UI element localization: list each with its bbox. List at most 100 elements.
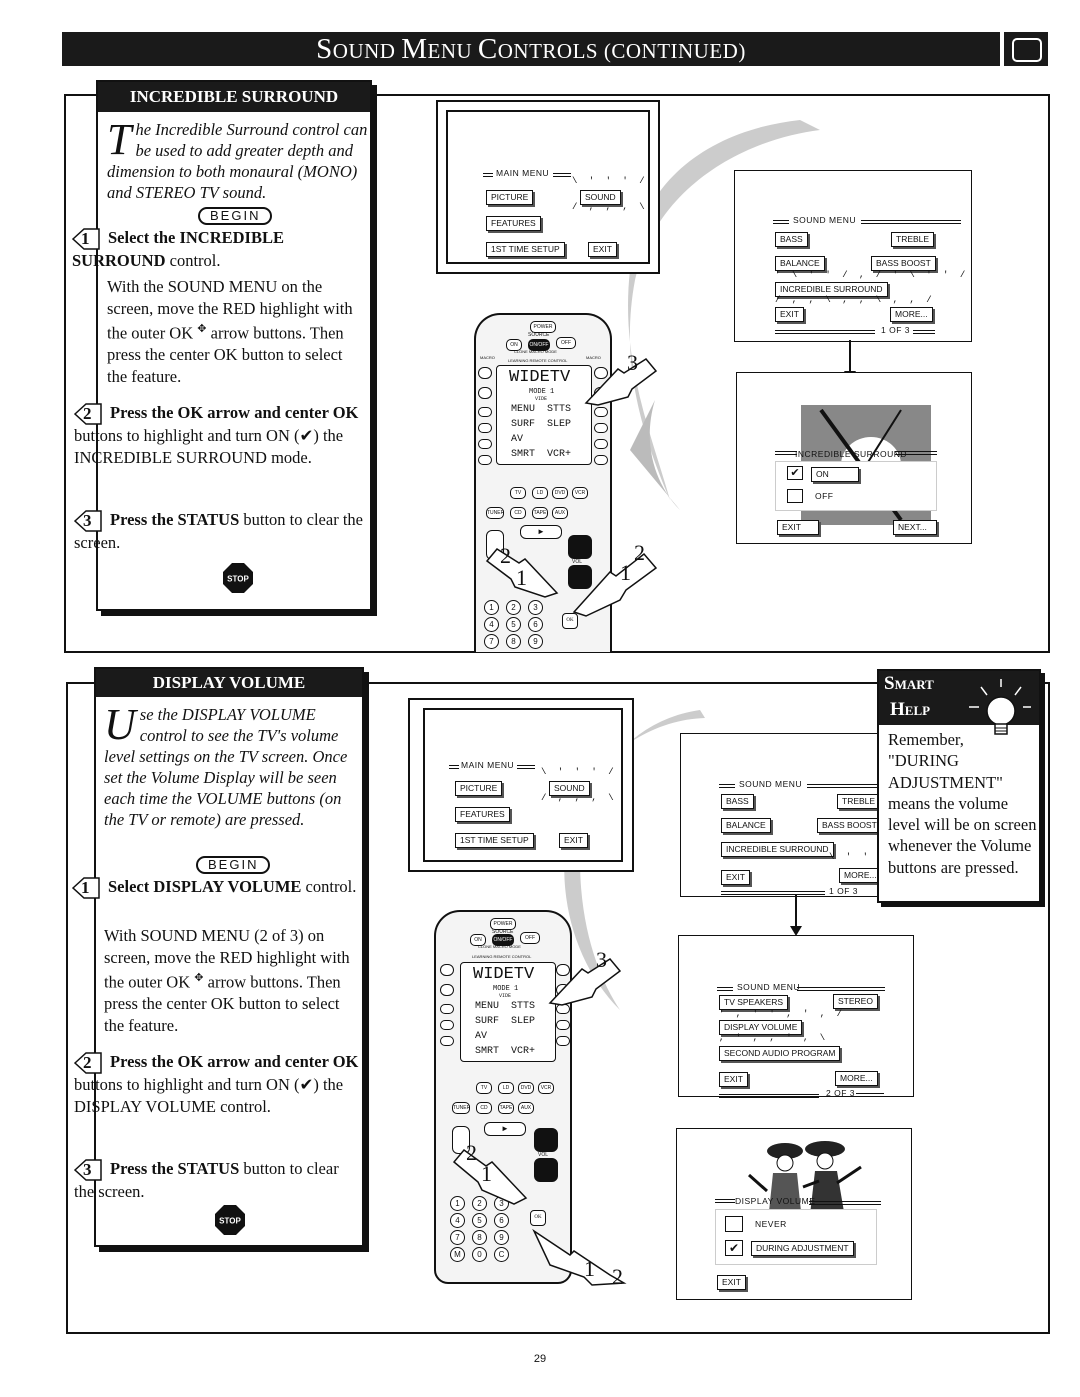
side-button[interactable] <box>594 439 608 449</box>
volume-down-button[interactable] <box>568 565 592 589</box>
side-button[interactable] <box>440 984 454 996</box>
off-option[interactable]: OFF <box>815 491 834 501</box>
bass-button[interactable]: BASS <box>775 232 808 247</box>
never-option[interactable]: NEVER <box>755 1219 787 1229</box>
display-volume-button[interactable]: DISPLAY VOLUME <box>719 1020 803 1035</box>
source-dvd-button[interactable]: DVD <box>518 1082 534 1094</box>
exit-button[interactable]: EXIT <box>559 833 588 848</box>
power-button[interactable]: POWER <box>530 321 556 333</box>
source-ld-button[interactable]: LD <box>532 487 548 499</box>
side-button[interactable] <box>556 1036 570 1046</box>
more-button[interactable]: MORE... <box>890 307 933 322</box>
volume-down-button[interactable] <box>534 1158 558 1182</box>
picture-button[interactable]: PICTURE <box>455 781 503 796</box>
sound-button[interactable]: SOUND <box>580 190 621 205</box>
source-aux-button[interactable]: AUX <box>518 1102 534 1114</box>
digit-8-button[interactable]: 8 <box>472 1230 487 1245</box>
volume-up-button[interactable] <box>534 1128 558 1152</box>
digit-1-button[interactable]: 1 <box>484 600 499 615</box>
source-aux-button[interactable]: AUX <box>552 507 568 519</box>
source-tape-button[interactable]: TAPE <box>498 1102 514 1114</box>
exit-button[interactable]: EXIT <box>777 520 819 535</box>
source-dvd-button[interactable]: DVD <box>552 487 568 499</box>
off-button[interactable]: OFF <box>556 337 576 349</box>
digit-2-button[interactable]: 2 <box>472 1196 487 1211</box>
treble-button[interactable]: TREBLE <box>837 794 881 809</box>
source-ld-button[interactable]: LD <box>498 1082 514 1094</box>
side-button[interactable] <box>556 1020 570 1030</box>
during-adjustment-option[interactable]: DURING ADJUSTMENT <box>751 1241 854 1256</box>
side-button[interactable] <box>594 455 608 465</box>
digit-9-button[interactable]: 9 <box>494 1230 509 1245</box>
side-button[interactable] <box>440 1036 454 1046</box>
bass-button[interactable]: BASS <box>721 794 754 809</box>
volume-up-button[interactable] <box>568 535 592 559</box>
bass-boost-button[interactable]: BASS BOOST <box>817 818 882 833</box>
on-button[interactable]: ON <box>506 339 522 351</box>
next-button[interactable]: NEXT... <box>893 520 937 535</box>
digit-0-button[interactable]: 0 <box>472 1247 487 1262</box>
exit-button[interactable]: EXIT <box>717 1275 746 1290</box>
balance-button[interactable]: BALANCE <box>721 818 771 833</box>
features-button[interactable]: FEATURES <box>486 216 541 231</box>
source-tv-button[interactable]: TV <box>510 487 526 499</box>
on-off-button[interactable]: ON/OFF <box>528 339 550 351</box>
on-button[interactable]: ON <box>470 934 486 946</box>
picture-button[interactable]: PICTURE <box>486 190 534 205</box>
side-button[interactable] <box>440 964 454 976</box>
on-off-button[interactable]: ON/OFF <box>492 934 514 946</box>
digit-7-button[interactable]: 7 <box>450 1230 465 1245</box>
incredible-surround-button[interactable]: INCREDIBLE SURROUND <box>721 842 834 857</box>
digit-5-button[interactable]: 5 <box>472 1213 487 1228</box>
digit-8-button[interactable]: 8 <box>506 634 521 649</box>
exit-button[interactable]: EXIT <box>719 1072 748 1087</box>
clear-button[interactable]: C <box>494 1247 509 1262</box>
during-checkbox[interactable]: ✔ <box>725 1240 743 1256</box>
digit-9-button[interactable]: 9 <box>528 634 543 649</box>
on-option[interactable]: ON <box>811 467 859 482</box>
side-button[interactable] <box>478 439 492 449</box>
source-vcr-button[interactable]: VCR <box>538 1082 554 1094</box>
source-cd-button[interactable]: CD <box>476 1102 492 1114</box>
more-button[interactable]: MORE... <box>835 1071 878 1086</box>
source-tape-button[interactable]: TAPE <box>532 507 548 519</box>
exit-button[interactable]: EXIT <box>721 870 750 885</box>
digit-3-button[interactable]: 3 <box>528 600 543 615</box>
bass-boost-button[interactable]: BASS BOOST <box>871 256 936 271</box>
side-button[interactable] <box>594 407 608 417</box>
exit-button[interactable]: EXIT <box>775 307 804 322</box>
stereo-button[interactable]: STEREO <box>833 994 878 1009</box>
source-cd-button[interactable]: CD <box>510 507 526 519</box>
digit-1-button[interactable]: 1 <box>450 1196 465 1211</box>
ok-button[interactable]: OK <box>562 613 578 629</box>
digit-7-button[interactable]: 7 <box>484 634 499 649</box>
side-button[interactable] <box>478 387 492 399</box>
more-button[interactable]: MORE... <box>839 868 882 883</box>
balance-button[interactable]: BALANCE <box>775 256 825 271</box>
second-audio-program-button[interactable]: SECOND AUDIO PROGRAM <box>719 1046 841 1061</box>
play-button[interactable]: ► <box>520 525 562 539</box>
source-tuner-button[interactable]: TUNER <box>486 507 504 519</box>
memory-button[interactable]: M <box>450 1247 465 1262</box>
side-button[interactable] <box>440 1020 454 1030</box>
side-button[interactable] <box>594 423 608 433</box>
off-button[interactable]: OFF <box>520 932 540 944</box>
power-button[interactable]: POWER <box>490 918 516 930</box>
digit-6-button[interactable]: 6 <box>528 617 543 632</box>
digit-6-button[interactable]: 6 <box>494 1213 509 1228</box>
side-button[interactable] <box>556 964 570 976</box>
digit-4-button[interactable]: 4 <box>484 617 499 632</box>
on-checkbox[interactable]: ✔ <box>787 466 803 480</box>
ok-button[interactable]: OK <box>530 1210 546 1226</box>
play-button[interactable]: ► <box>484 1122 526 1136</box>
source-vcr-button[interactable]: VCR <box>572 487 588 499</box>
side-button[interactable] <box>478 455 492 465</box>
digit-5-button[interactable]: 5 <box>506 617 521 632</box>
features-button[interactable]: FEATURES <box>455 807 510 822</box>
exit-button[interactable]: EXIT <box>588 242 617 257</box>
side-button[interactable] <box>478 407 492 417</box>
first-time-setup-button[interactable]: 1ST TIME SETUP <box>455 833 534 848</box>
source-tv-button[interactable]: TV <box>476 1082 492 1094</box>
never-checkbox[interactable] <box>725 1216 743 1232</box>
source-tuner-button[interactable]: TUNER <box>452 1102 470 1114</box>
